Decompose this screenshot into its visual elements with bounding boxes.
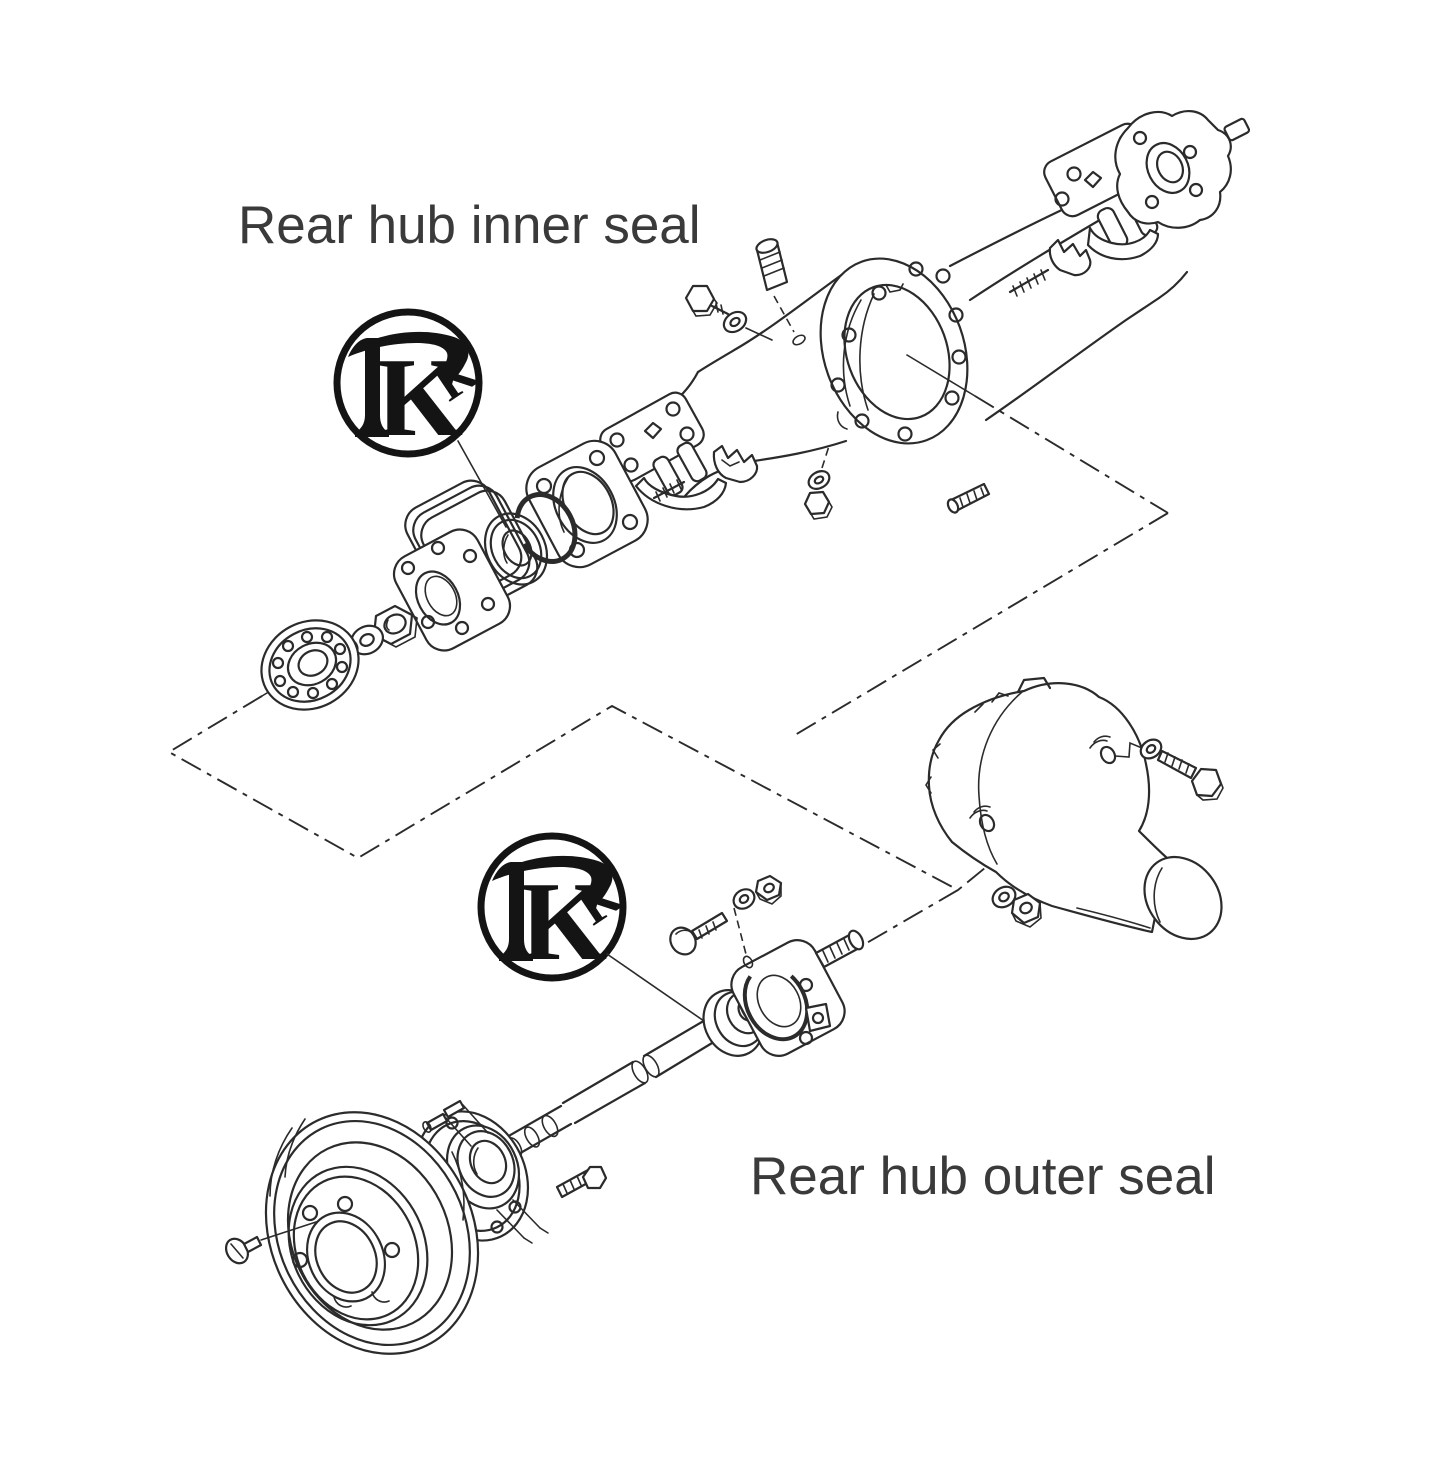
wheel-studs xyxy=(422,1099,549,1244)
bolt-leader xyxy=(745,327,773,341)
logo-leader-outer xyxy=(606,953,705,1022)
inner-seal-parts xyxy=(260,439,649,711)
snap-ring xyxy=(514,492,578,564)
axle-end-flange xyxy=(1114,110,1251,229)
screw-leader xyxy=(260,1221,317,1241)
axle-housing xyxy=(599,110,1251,520)
housing-stud xyxy=(946,482,991,514)
differential-carrier xyxy=(925,676,1224,941)
drum-screw xyxy=(224,1221,317,1265)
diff-bolt-upper xyxy=(1089,735,1224,801)
breather-leader xyxy=(773,295,795,333)
diff-nut-lower xyxy=(969,805,1042,928)
retainer-bolt-set xyxy=(669,874,783,956)
outer-seal-parts xyxy=(498,874,865,1161)
bearing-retainer xyxy=(730,939,846,1057)
tkk-logo-outer xyxy=(481,836,705,1022)
label-outer-seal: Rear hub outer seal xyxy=(750,1147,1216,1206)
logo-leader-inner xyxy=(457,440,507,528)
breather-plug xyxy=(755,238,806,346)
label-inner-seal: Rear hub inner seal xyxy=(238,196,701,255)
housing-bolt-bottom xyxy=(803,445,833,520)
diff-output-cap xyxy=(1143,855,1223,941)
flange-retainer-plate xyxy=(525,439,649,569)
ball-bearing xyxy=(260,619,360,711)
spring-seat-bracket-left xyxy=(599,391,759,511)
serrated-stud xyxy=(555,1165,608,1199)
tkk-logo-inner xyxy=(337,312,507,528)
finned-cover xyxy=(392,479,539,652)
housing-bolt-top xyxy=(684,284,773,341)
splined-shaft-end xyxy=(814,929,865,969)
banjo-ring xyxy=(819,257,969,445)
brake-drum xyxy=(224,1111,480,1355)
axle-shaft xyxy=(498,1014,724,1161)
